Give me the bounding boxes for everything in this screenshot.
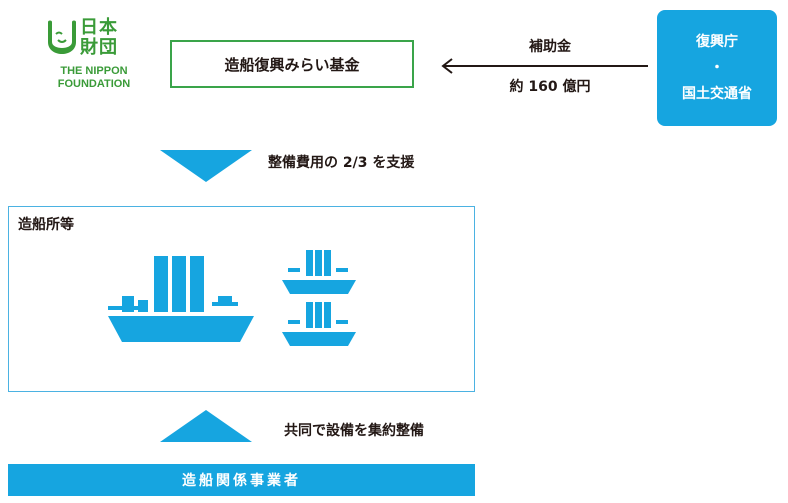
collaboration-text: 共同で設備を集約整備 [284, 423, 424, 439]
government-line1: 復興庁 [696, 34, 738, 50]
operators-label: 造船関係事業者 [182, 473, 301, 489]
government-separator: ・ [710, 60, 724, 76]
logo-english: THE NIPPON FOUNDATION [44, 65, 144, 91]
large-ship-icon [108, 256, 254, 342]
support-text: 整備費用の 2/3 を支援 [268, 155, 415, 171]
nippon-foundation-logo: 日本 財団 THE NIPPON FOUNDATION [44, 18, 154, 114]
logo-kanji: 日本 財団 [80, 18, 118, 58]
fund-box: 造船復興みらい基金 [170, 40, 414, 88]
shipyard-label: 造船所等 [18, 217, 74, 233]
government-box: 復興庁 ・ 国土交通省 [657, 10, 777, 126]
shipyard-box [8, 206, 475, 392]
fund-label: 造船復興みらい基金 [224, 55, 360, 74]
down-triangle-icon [160, 150, 252, 182]
small-ship-icon [282, 302, 356, 346]
government-line2: 国土交通省 [682, 86, 752, 102]
small-ship-icon [282, 250, 356, 294]
logo-kanji-line2: 財団 [80, 37, 118, 58]
nippon-foundation-logo-icon [48, 20, 76, 54]
operators-bar: 造船関係事業者 [8, 464, 475, 496]
logo-kanji-line1: 日本 [80, 17, 118, 38]
arrow-left-icon [441, 58, 648, 74]
logo-en-line2: FOUNDATION [57, 78, 131, 90]
subsidy-label: 補助金 [529, 39, 571, 55]
up-triangle-icon [160, 410, 252, 442]
logo-en-line1: THE NIPPON [60, 65, 128, 77]
subsidy-amount: 約 160 億円 [509, 79, 591, 95]
